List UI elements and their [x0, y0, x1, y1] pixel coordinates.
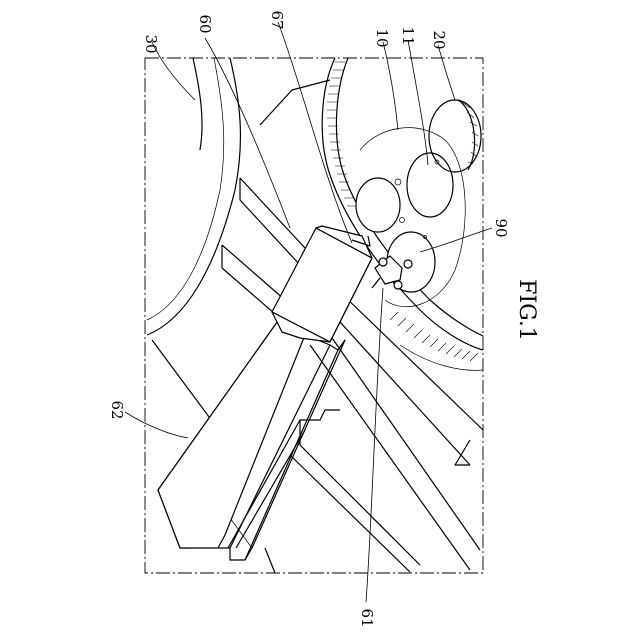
ref-label-90: 90: [492, 218, 510, 237]
ref-label-62: 62: [108, 400, 126, 419]
ref-label-60: 60: [196, 14, 214, 33]
ref-label-10: 10: [373, 28, 391, 47]
ref-label-30: 30: [142, 34, 160, 53]
head-block-60: [272, 226, 372, 342]
figure-caption: FIG.1: [514, 279, 539, 341]
ref-label-61: 61: [358, 608, 376, 627]
turntable-disc: [356, 128, 465, 307]
round-element-20: [429, 100, 481, 172]
ref-label-20: 20: [430, 30, 448, 49]
ref-label-11: 11: [399, 26, 417, 45]
ref-label-67: 67: [268, 10, 286, 29]
toothed-ring: [322, 58, 483, 370]
